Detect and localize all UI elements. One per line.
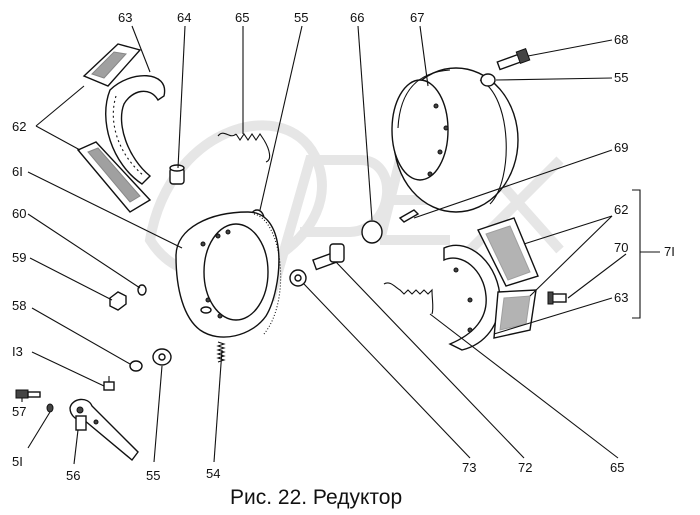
callout-70: 70 [614, 240, 628, 255]
callout-73: 73 [462, 460, 476, 475]
callout-57: 57 [12, 404, 26, 419]
washer-58 [129, 360, 143, 372]
callout-72: 72 [518, 460, 532, 475]
plug-66 [361, 220, 383, 244]
callout-65-bottom: 65 [610, 460, 624, 475]
spring-small [216, 341, 226, 363]
callout-67: 67 [410, 10, 424, 25]
callout-64: 64 [177, 10, 191, 25]
callout-55-bottom: 55 [146, 468, 160, 483]
callout-62-right: 62 [614, 202, 628, 217]
callout-labels: 63 64 65 55 66 67 68 55 62 6I 69 60 62 7… [12, 10, 675, 483]
brake-lever [69, 398, 139, 462]
callout-55-right: 55 [614, 70, 628, 85]
small-ring [137, 284, 147, 296]
bolt-68 [496, 48, 531, 71]
leader-lines [21, 25, 627, 465]
callout-60: 60 [12, 206, 26, 221]
lining-pad-upper-texture [91, 51, 127, 79]
nut [109, 291, 127, 311]
bolt-70 [547, 291, 567, 305]
callout-56: 56 [66, 468, 80, 483]
callout-65-top: 65 [235, 10, 249, 25]
screw-69 [398, 209, 420, 223]
callout-63-top: 63 [118, 10, 132, 25]
lining-pad-right-upper-texture [485, 225, 531, 281]
brake-drum [391, 67, 519, 213]
bracket-71 [632, 189, 660, 319]
callout-61: 6I [12, 164, 23, 179]
callout-58: 58 [12, 298, 26, 313]
callout-59: 59 [12, 250, 26, 265]
brake-shoe-left [105, 75, 166, 185]
callout-63-right: 63 [614, 290, 628, 305]
callout-13: I3 [12, 344, 23, 359]
callout-68: 68 [614, 32, 628, 47]
expander-shaft [312, 243, 345, 271]
lining-pad-lower-texture [87, 147, 141, 203]
figure-caption: Рис. 22. Редуктор [230, 486, 402, 509]
callout-54: 54 [206, 466, 220, 481]
brake-shoe-right [443, 244, 501, 351]
callout-71: 7I [664, 244, 675, 259]
callout-62-left: 62 [12, 119, 26, 134]
bushing [169, 164, 185, 185]
backing-plate [175, 211, 282, 338]
spring-upper [217, 132, 271, 163]
bolt-13 [103, 376, 115, 391]
callout-69: 69 [614, 140, 628, 155]
lining-pad-right-lower [493, 289, 537, 339]
callout-51: 5I [12, 454, 23, 469]
callout-55-top: 55 [294, 10, 308, 25]
spring-lower [383, 282, 434, 315]
lining-pad-right-upper [477, 217, 539, 287]
callout-66: 66 [350, 10, 364, 25]
washer-right-55 [480, 73, 496, 87]
bolt-57 [15, 389, 41, 399]
pin-51 [46, 403, 54, 413]
